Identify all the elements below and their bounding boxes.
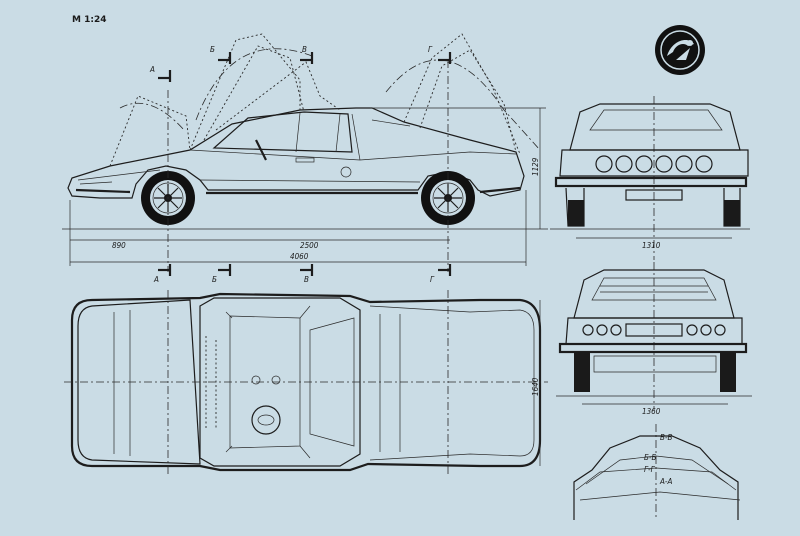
marker-b-bottom: Б — [212, 275, 217, 284]
skoda-logo-icon — [655, 25, 705, 75]
dim-length: 4060 — [290, 252, 309, 261]
dim-front-track: 1310 — [642, 241, 661, 250]
profile-gg: Г-Г — [644, 465, 656, 474]
marker-g-bottom: Г — [430, 275, 435, 284]
rear-lamps — [582, 323, 726, 337]
scale-caption: М 1:24 — [72, 15, 106, 25]
side-view: 890 2500 4060 1129 А Б В Г А Б В Г — [62, 33, 548, 284]
dim-wheelbase: 2500 — [300, 241, 319, 250]
dim-rear-track: 1360 — [642, 407, 661, 416]
marker-g-top: Г — [428, 45, 433, 54]
section-profiles: В-В Б-Б Г-Г А-А — [573, 424, 741, 520]
dim-width: 1640 — [531, 377, 540, 396]
front-lamps — [595, 155, 713, 173]
profile-aa: А-А — [659, 477, 673, 486]
dim-height: 1129 — [531, 157, 540, 176]
marker-a-top: А — [149, 65, 155, 74]
dim-front-overhang: 890 — [112, 241, 126, 250]
marker-v-top: В — [302, 45, 307, 54]
profile-vv: В-В — [660, 433, 673, 442]
marker-b-top: Б — [210, 45, 215, 54]
section-markers-bottom: А Б В Г — [153, 264, 452, 284]
profile-bb: Б-Б — [644, 453, 657, 462]
front-view: 1310 — [550, 96, 750, 260]
top-view: 1640 — [64, 290, 548, 474]
section-markers-top: А Б В Г — [149, 45, 452, 82]
rear-wheel — [421, 171, 475, 225]
marker-a-bottom: А — [153, 275, 159, 284]
marker-v-bottom: В — [304, 275, 309, 284]
rear-view: 1360 — [556, 262, 752, 416]
